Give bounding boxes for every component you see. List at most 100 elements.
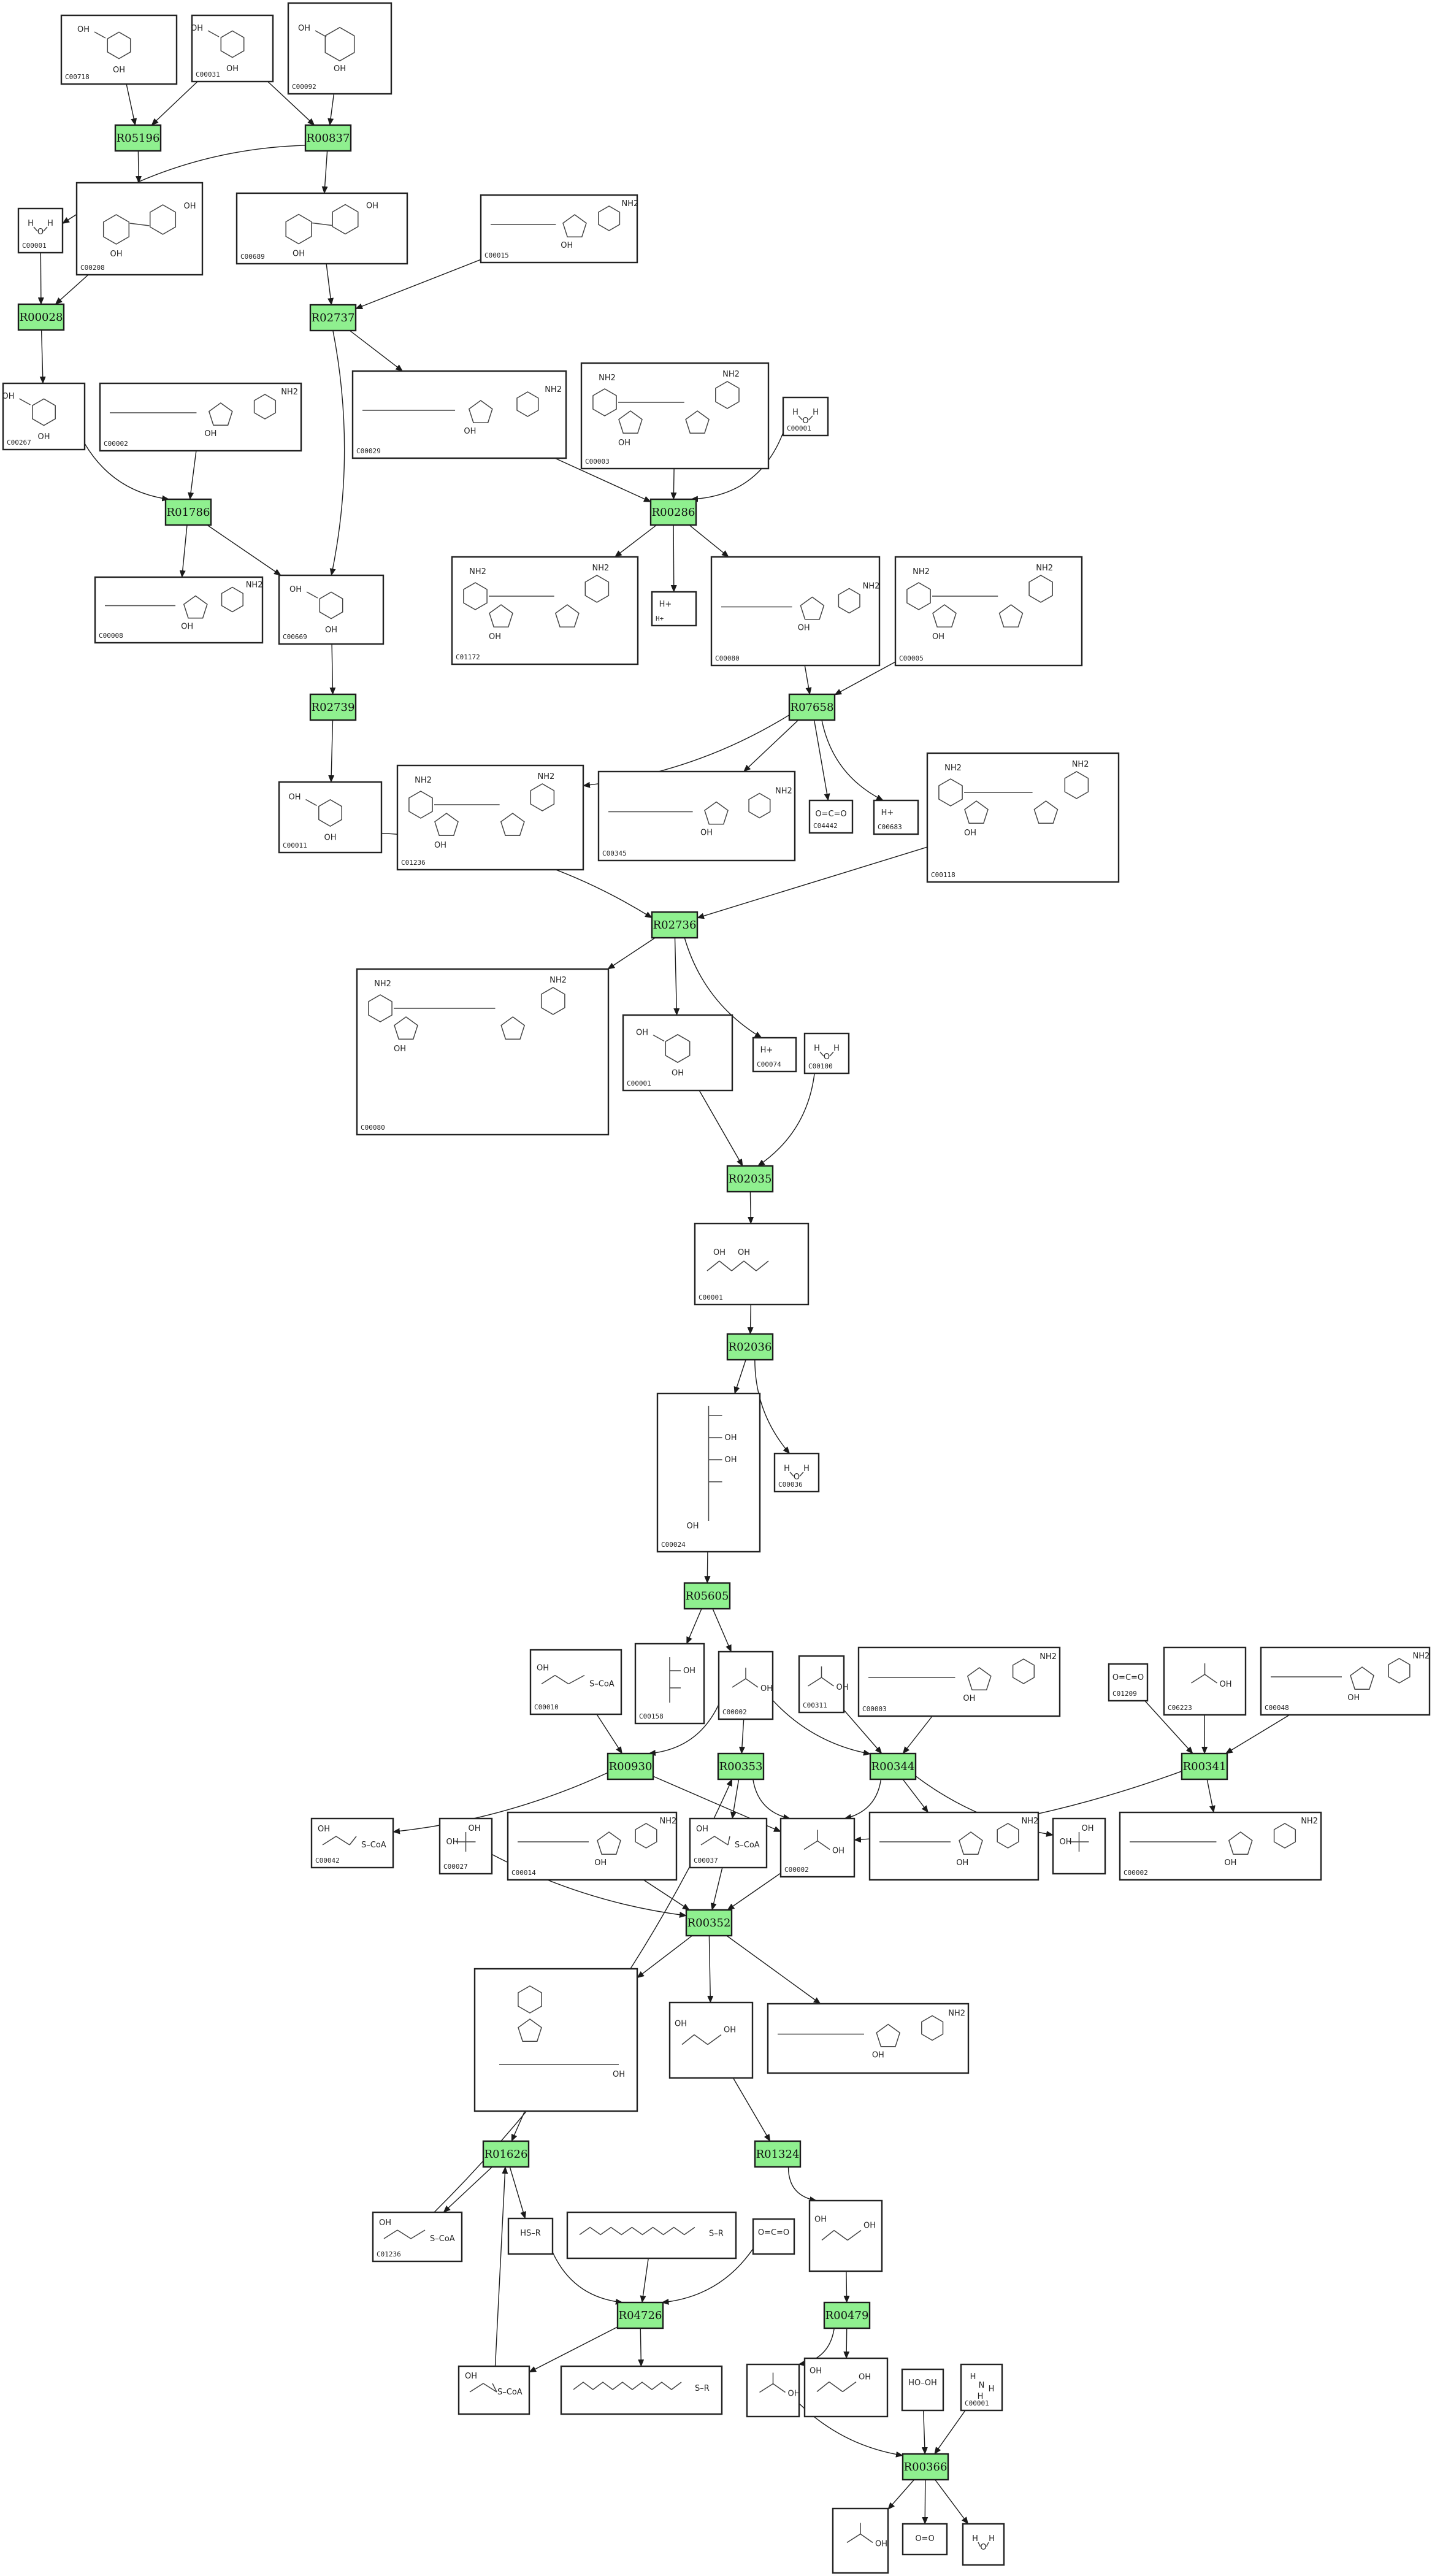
reaction-node[interactable]: R00341 — [1181, 1752, 1228, 1781]
reaction-box[interactable] — [304, 124, 352, 152]
compound-box[interactable] — [507, 2217, 554, 2255]
reaction-box[interactable] — [685, 1909, 733, 1937]
compound-box[interactable] — [962, 2523, 1005, 2566]
compound-box[interactable] — [191, 14, 274, 83]
reaction-box[interactable] — [607, 1752, 654, 1781]
compound-box[interactable] — [287, 2, 392, 95]
compound-box[interactable] — [99, 382, 302, 452]
compound-box[interactable] — [480, 194, 638, 264]
compound-box[interactable] — [803, 1032, 850, 1075]
compound-box[interactable] — [808, 2199, 883, 2272]
compound-box[interactable] — [901, 2368, 944, 2412]
reaction-node[interactable]: R05196 — [114, 124, 162, 152]
compound-node[interactable]: HOH — [962, 2523, 1005, 2566]
reaction-node[interactable]: R00352 — [685, 1909, 733, 1937]
compound-node[interactable]: O=C=O — [752, 2218, 795, 2255]
reaction-box[interactable] — [902, 2453, 949, 2481]
compound-box[interactable] — [351, 370, 567, 459]
compound-box[interactable] — [694, 1222, 810, 1306]
compound-box[interactable] — [17, 207, 64, 254]
compound-box[interactable] — [529, 1649, 622, 1715]
reaction-box[interactable] — [309, 304, 357, 332]
compound-node[interactable]: OH — [832, 2507, 889, 2574]
reaction-node[interactable]: R02035 — [726, 1165, 774, 1193]
reaction-box[interactable] — [649, 498, 697, 526]
reaction-node[interactable]: R02739 — [309, 693, 357, 721]
compound-box[interactable] — [2, 382, 86, 451]
compound-box[interactable] — [507, 1811, 678, 1881]
compound-box[interactable] — [752, 1037, 797, 1073]
compound-box[interactable] — [803, 2357, 889, 2418]
compound-box[interactable] — [868, 1811, 1040, 1881]
reaction-node[interactable]: R00286 — [649, 498, 697, 526]
reaction-node[interactable]: R00479 — [823, 2301, 871, 2329]
reaction-box[interactable] — [482, 2140, 530, 2168]
compound-box[interactable] — [235, 192, 408, 265]
reaction-node[interactable]: R07658 — [788, 693, 836, 721]
compound-box[interactable] — [651, 591, 697, 627]
compound-node[interactable]: S–R — [560, 2365, 723, 2415]
reaction-box[interactable] — [726, 1165, 774, 1193]
compound-box[interactable] — [779, 1817, 856, 1878]
compound-box[interactable] — [767, 2003, 970, 2074]
compound-box[interactable] — [832, 2507, 889, 2574]
compound-node[interactable]: O=O — [902, 2523, 948, 2556]
reaction-box[interactable] — [616, 2301, 664, 2329]
reaction-box[interactable] — [754, 2140, 802, 2168]
reaction-box[interactable] — [823, 2301, 871, 2329]
reaction-node[interactable]: R00930 — [607, 1752, 654, 1781]
compound-box[interactable] — [278, 574, 385, 645]
compound-box[interactable] — [752, 2218, 795, 2255]
compound-box[interactable] — [894, 556, 1083, 667]
reaction-box[interactable] — [17, 303, 65, 331]
compound-box[interactable] — [75, 182, 204, 276]
compound-box[interactable] — [782, 396, 829, 437]
compound-box[interactable] — [622, 1014, 733, 1092]
compound-box[interactable] — [857, 1646, 1061, 1717]
compound-box[interactable] — [718, 1650, 774, 1720]
reaction-node[interactable]: R00837 — [304, 124, 352, 152]
reaction-box[interactable] — [869, 1752, 917, 1781]
reaction-node[interactable]: R01324 — [754, 2140, 802, 2168]
compound-box[interactable] — [566, 2211, 737, 2260]
compound-box[interactable] — [473, 1968, 638, 2112]
compound-node[interactable]: HO–OH — [901, 2368, 944, 2412]
compound-box[interactable] — [873, 799, 919, 835]
compound-box[interactable] — [798, 1655, 845, 1714]
reaction-node[interactable]: R05605 — [683, 1582, 731, 1610]
reaction-box[interactable] — [726, 1333, 774, 1361]
reaction-node[interactable]: R00344 — [869, 1752, 917, 1781]
compound-box[interactable] — [396, 764, 584, 871]
reaction-node[interactable]: R04726 — [616, 2301, 664, 2329]
compound-node[interactable]: OH — [746, 2363, 800, 2418]
compound-box[interactable] — [451, 556, 639, 665]
